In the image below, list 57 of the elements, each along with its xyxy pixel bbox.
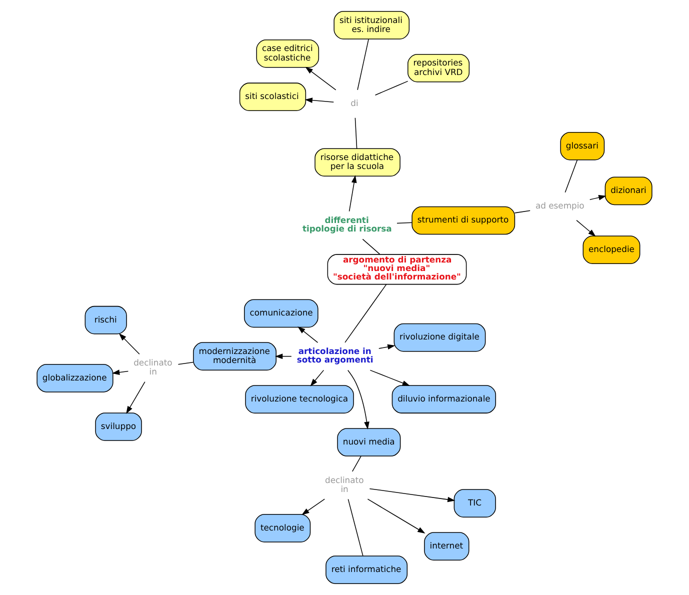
arrow <box>378 344 396 350</box>
connector <box>344 284 387 343</box>
node-box: internet <box>424 532 470 560</box>
connector <box>374 80 408 96</box>
node-box: rischi <box>84 306 127 334</box>
node-box: TIC <box>454 489 496 518</box>
arrow <box>589 194 606 200</box>
connector <box>354 118 358 149</box>
arrow <box>348 175 357 212</box>
node-box: siti istituzionali es. indire <box>334 11 410 40</box>
arrow <box>369 488 456 502</box>
node-text: ad esempio <box>535 200 584 210</box>
node-box: enclopedie <box>582 236 640 264</box>
node-box: risorse didattiche per la scuola <box>314 148 400 177</box>
arrow <box>348 370 370 430</box>
node-text: declinato in <box>325 474 364 494</box>
arrow <box>112 370 129 375</box>
node-text: declinato in <box>134 357 172 377</box>
node-box: comunicazione <box>244 299 318 328</box>
arrow <box>367 498 426 534</box>
connector <box>396 222 412 224</box>
arrow <box>370 370 410 386</box>
connector <box>514 210 530 214</box>
node-box: glossari <box>560 132 605 160</box>
node-box: diluvio informazionale <box>392 385 496 414</box>
arrow <box>302 498 325 516</box>
node-box: sviluppo <box>95 412 142 441</box>
node-text: articolazione in sotto argomenti <box>296 346 374 364</box>
node-box: rivoluzione digitale <box>394 323 486 352</box>
connector <box>352 456 362 472</box>
connector <box>564 160 578 193</box>
connector <box>348 498 364 556</box>
node-box: strumenti di supporto <box>412 206 516 235</box>
node-box: reti informatiche <box>326 556 408 584</box>
connector <box>178 362 194 365</box>
node-box: tecnologie <box>254 514 311 542</box>
arrow <box>274 354 292 360</box>
node-box: nuovi media <box>337 428 401 456</box>
connector <box>357 38 369 90</box>
node-text: differenti tipologie di risorsa <box>302 214 392 234</box>
node-box: globalizzazione <box>36 364 114 392</box>
arrow <box>305 66 336 90</box>
node-box: repositories archivi VRD <box>408 54 470 82</box>
arrow <box>310 370 324 386</box>
connector <box>362 238 380 255</box>
node-box: siti scolastici <box>239 82 306 112</box>
arrow <box>298 326 318 343</box>
node-box: argomento di partenza "nuovi media" "società dell'informazione" <box>327 254 467 285</box>
arrow <box>118 333 140 354</box>
arrow <box>576 220 596 237</box>
node-box: dizionari <box>604 176 652 206</box>
node-box: rivoluzione tecnologica <box>245 385 354 414</box>
node-box: modernizzazione modernità <box>193 342 277 370</box>
arrow <box>304 98 334 103</box>
node-text: di <box>350 98 358 108</box>
arrow <box>126 381 146 414</box>
node-box: case editrici scolastiche <box>256 39 320 68</box>
